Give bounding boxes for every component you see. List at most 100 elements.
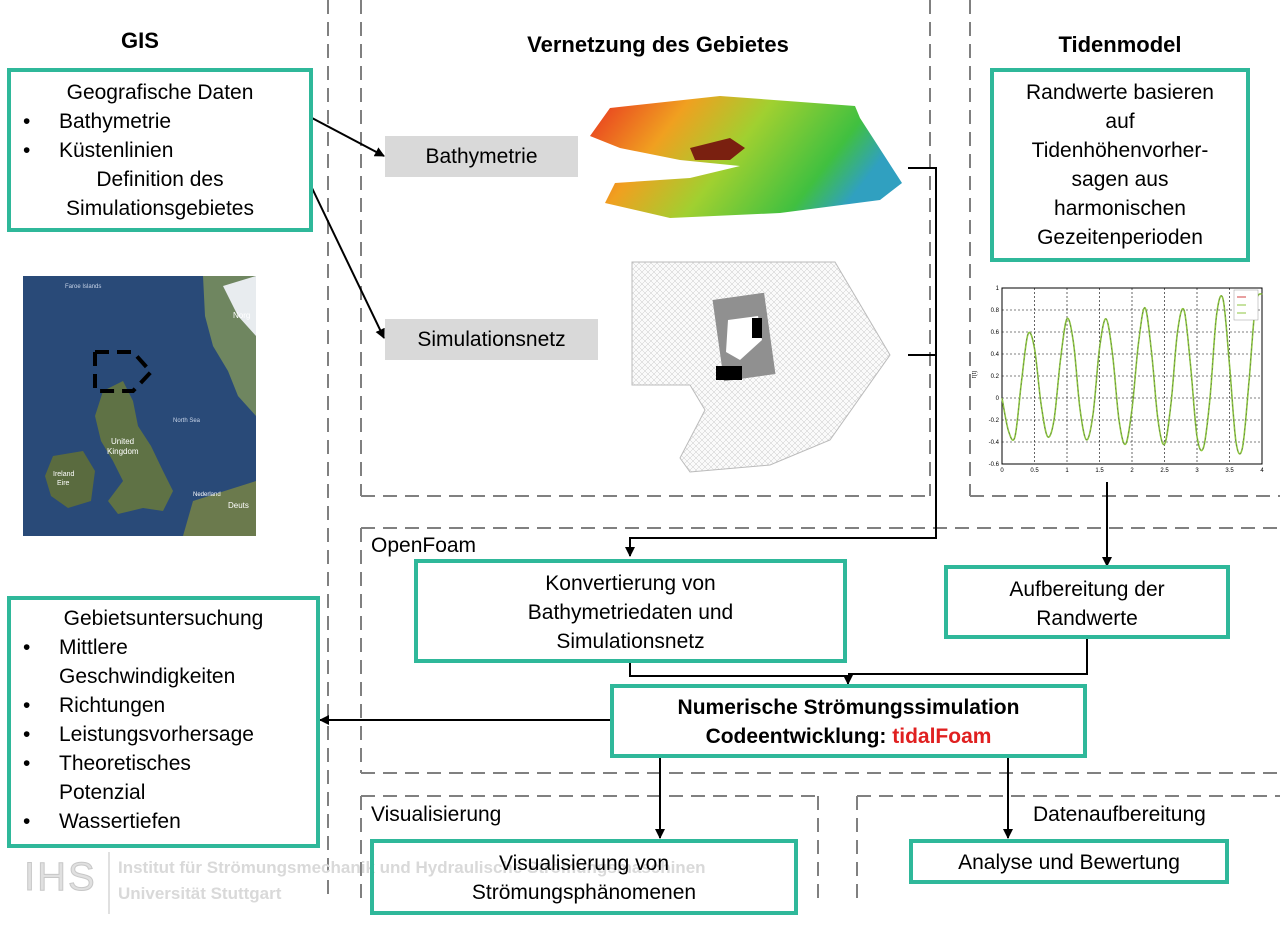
chart-xtick-label: 2.5 [1160,468,1169,474]
randwerte-line-4: sagen aus [1071,168,1169,191]
great-britain-land [95,381,173,514]
arrow-to-simulationsnetz [311,187,385,339]
analyse-box: Analyse und Bewertung [909,839,1229,884]
chart-xtick-label: 4 [1260,468,1264,474]
arrow-aufbereitung-to-numerische [848,638,1088,675]
chart-ytick-label: -0.2 [989,418,1000,424]
bullet-theoretisches-text: Theoretisches [59,752,191,775]
geografische-daten-box: Geografische Daten Bathymetrie Küstenlin… [7,68,313,232]
randwerte-box: Randwerte basieren auf Tidenhöhenvorher-… [990,68,1250,262]
map-label-uk-2: Kingdom [107,447,139,456]
aufbereitung-line-1: Aufbereitung der [1009,578,1165,601]
bathymetry-mesh [590,96,902,218]
map-label-northsea: North Sea [173,418,201,424]
map-image: Norg United Kingdom Ireland Eire Nederla… [23,276,256,536]
visualisierung-box: Visualisierung von Strömungsphänomenen [370,839,798,915]
arrow-konvertierung-to-numerische [629,662,853,685]
norway-snow [223,276,256,336]
bullet-richtungen: Richtungen [23,691,316,720]
chart-xtick-label: 0.5 [1030,468,1039,474]
map-label-uk-1: United [111,437,134,446]
chart-ytick-label: 0.8 [991,308,1000,314]
chart-ytick-label: 1 [996,286,1000,292]
chart-ytick-label: -0.4 [989,440,1000,446]
chart-xtick-label: 2 [1130,468,1134,474]
simulation-mesh-image [631,261,891,473]
map-label-norway: Norg [233,311,250,320]
randwerte-line-6: Gezeitenperioden [1037,226,1203,249]
bathymetry-island [690,138,745,160]
footer-university: Universität Stuttgart [118,884,282,903]
gis-heading: GIS [121,28,159,53]
bullet-leistungsvorhersage: Leistungsvorhersage [23,720,316,749]
definition-line: Definition des [96,168,224,191]
footer-divider [108,852,110,914]
numerische-line-1: Numerische Strömungssimulation [677,696,1020,719]
chart-grid [1001,287,1263,465]
bullet-mittlere-text: Mittlere [59,636,128,659]
bullet-bathymetrie: Bathymetrie [23,107,309,136]
mesh-heading: Vernetzung des Gebietes [527,32,789,57]
chart-series-reference [1001,293,1263,455]
visualisierung-label: Visualisierung [371,803,502,826]
map-label-ireland-2: Eire [57,480,70,487]
numerische-simulation-box: Numerische Strömungssimulation Codeentwi… [610,684,1087,758]
simulationsgebietes-line: Simulationsgebietes [66,197,254,220]
konvertierung-line-1: Konvertierung von [545,572,716,595]
numerische-line-2: Codeentwicklung: tidalFoam [614,722,1083,751]
ireland-land [45,451,95,508]
map-label-deutsch: Deuts [228,501,249,510]
tidalfoam-highlight: tidalFoam [892,725,992,748]
konvertierung-line-2: Bathymetriedaten und [527,601,734,624]
randwerte-line-3: Tidenhöhenvorher- [1031,139,1209,162]
study-area-marker [93,350,154,393]
randwerte-line-1: Randwerte basieren [1026,81,1214,104]
chart-ytick-label: 0.6 [991,330,1000,336]
chart-ytick-label: -0.6 [989,462,1000,468]
chart-xtick-label: 0 [1000,468,1004,474]
chart-xtick-label: 3 [1195,468,1199,474]
chart-ytick-label: 0 [996,396,1000,402]
konvertierung-line-3: Simulationsnetz [556,630,705,653]
konvertierung-box: Konvertierung von Bathymetriedaten und S… [414,559,847,663]
gebietsuntersuchung-box: Gebietsuntersuchung MittlereGeschwindigk… [7,596,320,848]
datenaufbereitung-label: Datenaufbereitung [1033,803,1206,826]
map-label-faroe: Faroe Islands [65,284,101,290]
ihs-logo: IHS [24,855,97,900]
chart-xtick-label: 1.5 [1095,468,1104,474]
simulationsnetz-label-box: Simulationsnetz [385,319,598,360]
bullet-kuestenlinien: Küstenlinien [23,136,309,165]
bullet-mittlere-cont: Geschwindigkeiten [59,665,236,688]
chart-xticks: 0 0.5 1 1.5 2 2.5 3 3.5 4 [1000,468,1264,474]
openfoam-label: OpenFoam [371,534,477,557]
chart-ytick-label: 0.4 [991,352,1000,358]
aufbereitung-line-2: Randwerte [1036,607,1138,630]
mesh-dark-patch-2 [752,318,762,338]
satellite-map: Norg United Kingdom Ireland Eire Nederla… [23,276,256,536]
chart-ylabel: f(t) [972,371,978,378]
visualisierung-line-1: Visualisierung von [498,852,670,875]
bathymetrie-label-box: Bathymetrie [385,136,578,177]
continent-land [183,481,256,536]
bullet-theoretisches-cont: Potenzial [59,781,146,804]
chart-xtick-label: 3.5 [1225,468,1234,474]
randwerte-line-5: harmonischen [1054,197,1186,220]
aufbereitung-box: Aufbereitung der Randwerte [944,565,1230,639]
chart-series [1001,292,1263,455]
randwerte-line-2: auf [1105,110,1135,133]
gebietsuntersuchung-title: Gebietsuntersuchung [63,607,264,630]
map-label-nederland: Nederland [193,492,221,498]
bathymetry-surface-image [590,96,902,218]
bullet-wassertiefen: Wassertiefen [23,807,316,836]
chart-yticks: -0.6 -0.4 -0.2 0 0.2 0.4 0.6 0.8 1 [989,286,1000,468]
chart-legend [1233,289,1259,321]
chart-xtick-label: 1 [1065,468,1069,474]
codeentwicklung-text: Codeentwicklung: [705,725,887,748]
visualisierung-line-2: Strömungsphänomenen [471,881,697,904]
chart-ytick-label: 0.2 [991,374,1000,380]
tide-heading: Tidenmodel [1058,32,1182,57]
tide-chart: f(t) -0.6 -0.4 -0.2 0 0.2 0.4 0.6 0.8 1 0 0.5 1 1.5… [972,286,1264,474]
geografische-daten-title: Geografische Daten [66,81,254,104]
